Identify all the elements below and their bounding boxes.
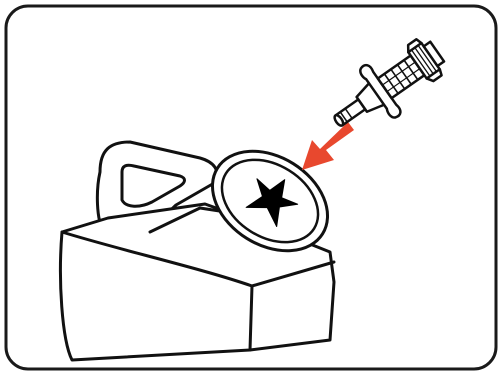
illustration-figure bbox=[0, 0, 502, 375]
illustration-stage bbox=[0, 0, 502, 375]
